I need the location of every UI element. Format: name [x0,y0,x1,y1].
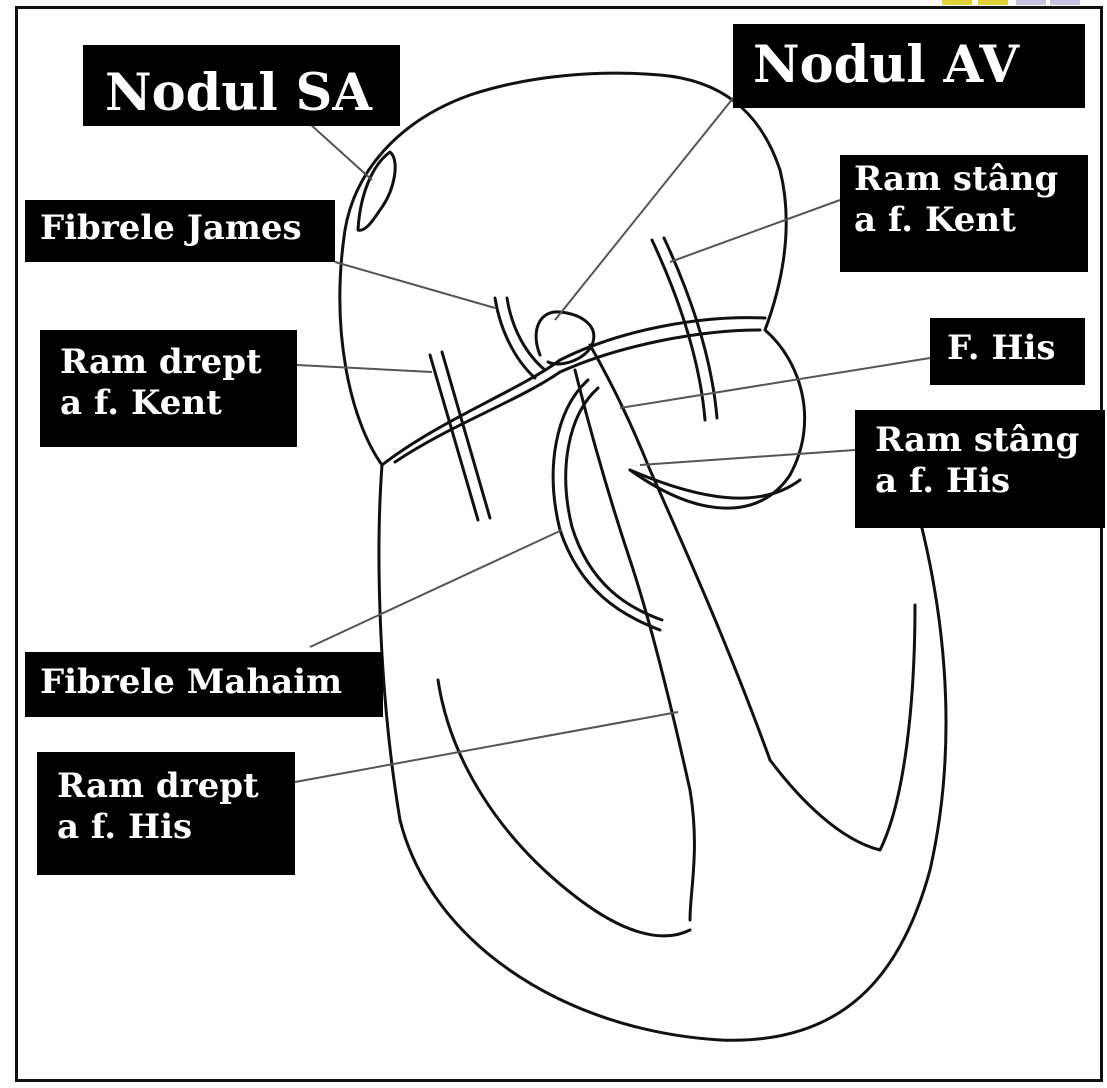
label-nodul-sa: Nodul SA [83,45,400,126]
label-fibrele-james: Fibrele James [25,200,335,262]
label-ram-drept-kent-line2: a f. Kent [60,383,297,424]
label-nodul-av: Nodul AV [733,24,1085,108]
label-ram-stang-his: Ram stâng a f. His [855,410,1105,528]
label-ram-stang-his-line2: a f. His [875,461,1105,502]
label-ram-drept-his: Ram drept a f. His [37,752,295,875]
label-ram-drept-his-line1: Ram drept [57,766,295,807]
label-ram-stang-kent: Ram stâng a f. Kent [840,155,1088,272]
label-ram-stang-his-line1: Ram stâng [875,420,1105,461]
label-ram-drept-kent: Ram drept a f. Kent [40,330,297,447]
label-ram-drept-kent-line1: Ram drept [60,342,297,383]
label-ram-drept-his-line2: a f. His [57,807,295,848]
label-f-his: F. His [930,318,1085,385]
label-ram-stang-kent-line1: Ram stâng [854,159,1088,200]
label-fibrele-mahaim: Fibrele Mahaim [25,652,383,717]
label-ram-stang-kent-line2: a f. Kent [854,200,1088,241]
